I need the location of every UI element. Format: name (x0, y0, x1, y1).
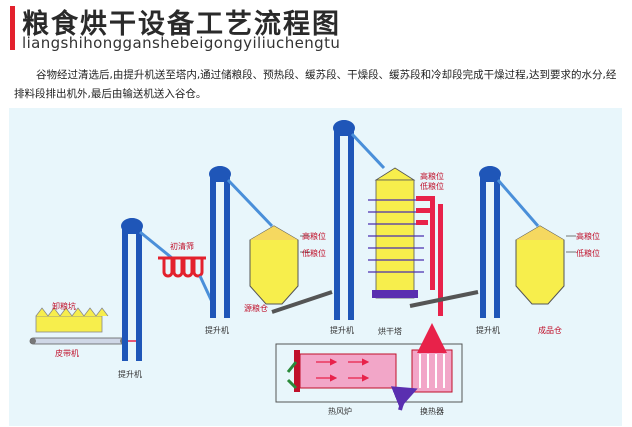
product-bin-high-level-label: 高粮位 (576, 231, 600, 241)
title-accent-bar (10, 6, 15, 50)
dryer-tower (368, 167, 424, 299)
chute-to-cleaner (139, 230, 173, 260)
elevator-3-label: 提升机 (330, 325, 354, 335)
source-bin-high-level-label: 高粮位 (302, 231, 326, 241)
elevator-2-label: 提升机 (205, 325, 229, 335)
page-title: 粮食烘干设备工艺流程图 (22, 9, 341, 40)
source-bin (249, 225, 310, 305)
belt-conveyor (29, 337, 127, 345)
pre-cleaner-label: 初清筛 (170, 241, 194, 251)
unloading-pit-label: 卸粮坑 (52, 301, 76, 311)
dryer-low-level-label: 低粮位 (420, 181, 444, 191)
belt-conveyor-label: 皮带机 (55, 348, 79, 358)
dryer-conveyor (409, 290, 479, 308)
elevator-1-label: 提升机 (118, 369, 142, 379)
unloading-pit (35, 307, 109, 333)
elevator-4 (479, 166, 501, 318)
source-bin-low-level-label: 低粮位 (302, 248, 326, 258)
process-description: 谷物经过清选后,由提升机送至塔内,通过储粮段、预热段、缓苏段、干燥段、缓苏段和冷… (14, 69, 617, 100)
elevator-1 (121, 218, 143, 361)
elevator-2 (209, 166, 231, 318)
hot-air-furnace (275, 343, 463, 403)
product-bin-low-level-label: 低粮位 (576, 248, 600, 258)
hot-air-furnace-label: 热风炉 (328, 406, 352, 416)
elevator-3 (333, 120, 355, 320)
heat-exchanger (390, 323, 453, 411)
source-bin-conveyor (271, 290, 333, 314)
product-bin (515, 225, 576, 305)
chute-to-dryer (350, 132, 386, 170)
source-bin-label: 源粮仓 (244, 303, 268, 313)
hot-air-ducts (416, 196, 443, 316)
chute-to-product-bin (496, 179, 540, 227)
dryer-high-level-label: 高粮位 (420, 171, 444, 181)
chute-to-source-bin (226, 178, 274, 228)
product-bin-label: 成品仓 (538, 325, 562, 335)
pre-cleaner (158, 256, 206, 278)
heat-exchanger-label: 换热器 (420, 406, 444, 416)
elevator-4-label: 提升机 (476, 325, 500, 335)
dryer-tower-label: 烘干塔 (378, 326, 402, 336)
page-subtitle: liangshihongganshebeigongyiliuchengtu (22, 34, 341, 52)
